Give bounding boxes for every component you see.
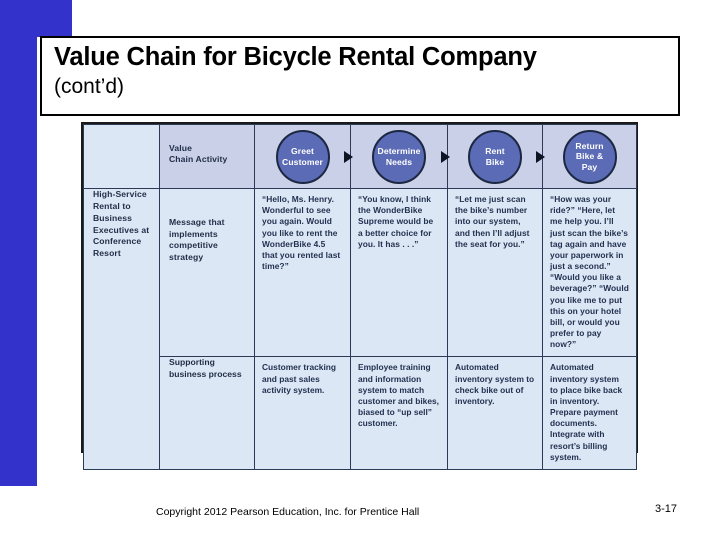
node-label: Rent Bike bbox=[468, 129, 522, 184]
arrow-right-icon bbox=[441, 150, 450, 163]
activity-node-return-bike-and-pay[interactable]: Return Bike & Pay bbox=[536, 124, 637, 189]
cell-text: “How was your ride?” “Here, let me help … bbox=[550, 194, 629, 350]
header-row-label-cell: Value Chain Activity bbox=[159, 124, 255, 189]
decorative-bar-stem bbox=[0, 37, 37, 486]
activity-node-determine-needs[interactable]: Determine Needs bbox=[344, 124, 448, 189]
row-label-supporting-process: Supporting business process bbox=[159, 356, 255, 470]
cell-text: Automated inventory system to check bike… bbox=[455, 362, 535, 406]
arrow-right-icon bbox=[536, 150, 545, 163]
activity-node-greet-customer[interactable]: Greet Customer bbox=[254, 124, 351, 189]
table-cell-message-rent: “Let me just scan the bike’s number into… bbox=[447, 187, 543, 358]
node-label: Return Bike & Pay bbox=[562, 129, 617, 184]
value-chain-activity-label: Value Chain Activity bbox=[169, 143, 228, 165]
node-label: Greet Customer bbox=[275, 129, 330, 184]
table-cell-support-greet: Customer tracking and past sales activit… bbox=[254, 356, 351, 470]
footer-copyright: Copyright 2012 Pearson Education, Inc. f… bbox=[156, 506, 420, 518]
table-row-message: High-Service Rental to Business Executiv… bbox=[83, 187, 637, 470]
scope-label-cell: High-Service Rental to Business Executiv… bbox=[83, 188, 160, 470]
cell-text: “Let me just scan the bike’s number into… bbox=[455, 194, 530, 249]
row-label-text: Supporting business process bbox=[169, 357, 242, 379]
table-cell-support-rent: Automated inventory system to check bike… bbox=[447, 356, 543, 470]
table-row-supporting-process: Supporting business process Customer tra… bbox=[84, 356, 637, 470]
arrow-right-icon bbox=[344, 150, 353, 163]
cell-text: “You know, I think the WonderBike Suprem… bbox=[358, 194, 434, 249]
page-title: Value Chain for Bicycle Rental Company bbox=[54, 43, 537, 71]
value-chain-diagram: Value Chain Activity Greet Customer Dete… bbox=[81, 122, 638, 470]
table-cell-message-greet: “Hello, Ms. Henry. Wonderful to see you … bbox=[254, 187, 351, 358]
cell-text: “Hello, Ms. Henry. Wonderful to see you … bbox=[262, 194, 341, 272]
cell-text: Employee training and information system… bbox=[358, 362, 439, 429]
cell-text: Automated inventory system to place bike… bbox=[550, 362, 623, 462]
row-label-text: Message that implements competitive stra… bbox=[169, 217, 225, 262]
scope-label: High-Service Rental to Business Executiv… bbox=[93, 189, 150, 259]
table-cell-support-determine: Employee training and information system… bbox=[350, 356, 448, 470]
table-cell-support-return: Automated inventory system to place bike… bbox=[542, 356, 637, 470]
table-cell-message-determine: “You know, I think the WonderBike Suprem… bbox=[350, 187, 448, 358]
table-cell-message-return: “How was your ride?” “Here, let me help … bbox=[542, 187, 637, 358]
page-subtitle: (cont’d) bbox=[54, 74, 125, 98]
footer-page-number: 3-17 bbox=[655, 503, 678, 515]
activity-node-rent-bike[interactable]: Rent Bike bbox=[441, 124, 543, 189]
node-label: Determine Needs bbox=[372, 129, 426, 184]
decorative-bar-top bbox=[0, 0, 72, 37]
cell-text: Customer tracking and past sales activit… bbox=[262, 362, 336, 395]
row-label-message: Message that implements competitive stra… bbox=[159, 187, 255, 358]
header-spacer-cell bbox=[83, 124, 160, 189]
table-row-activities: Value Chain Activity Greet Customer Dete… bbox=[83, 124, 637, 189]
value-chain-table: Value Chain Activity Greet Customer Dete… bbox=[83, 124, 637, 470]
slide-title-box: Value Chain for Bicycle Rental Company (… bbox=[40, 36, 680, 116]
